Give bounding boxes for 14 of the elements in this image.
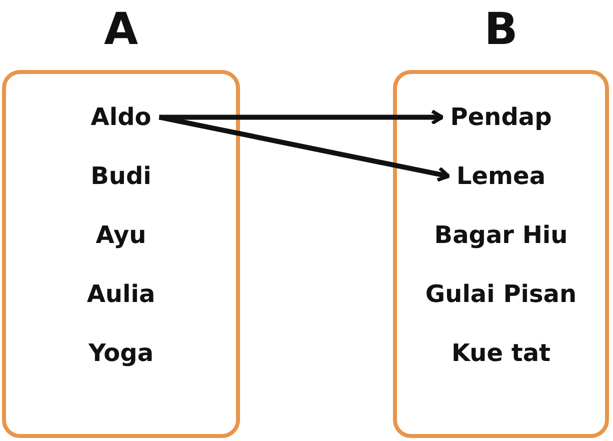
list-item: Bagar Hiu — [434, 222, 568, 248]
list-item: Yoga — [88, 340, 154, 366]
group-heading: B — [484, 8, 518, 52]
list-item: Ayu — [96, 222, 146, 248]
group-heading: A — [104, 8, 138, 52]
list-item: Kue tat — [451, 340, 551, 366]
list-item: Aldo — [90, 104, 152, 130]
arrow — [158, 114, 450, 182]
list-item: Aulia — [86, 281, 156, 308]
list-item: Lemea — [456, 163, 546, 190]
arrow — [159, 109, 444, 125]
list-item: Budi — [90, 163, 152, 190]
list-item: Pendap — [450, 104, 552, 130]
list-item: Gulai Pisan — [425, 281, 577, 308]
